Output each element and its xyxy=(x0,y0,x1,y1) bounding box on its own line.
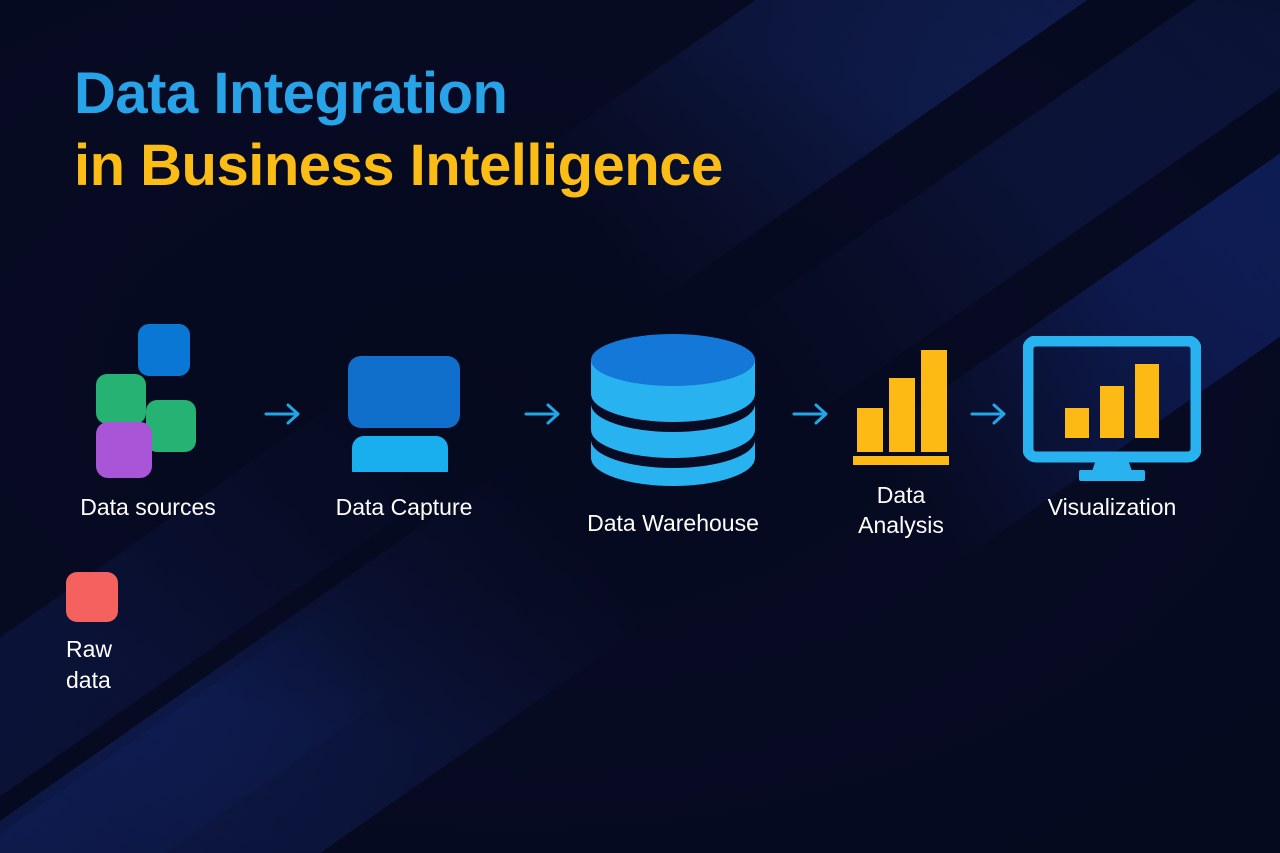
stage-label-data-capture: Data Capture xyxy=(335,494,473,520)
stage-data-analysis: Data Analysis xyxy=(824,346,978,540)
arrow-right-icon xyxy=(264,400,304,433)
data-capture-icon xyxy=(348,344,460,472)
stage-label-visualization: Visualization xyxy=(1047,494,1177,520)
stage-data-sources: Data sources xyxy=(48,318,248,522)
stage-data-warehouse: Data Warehouse xyxy=(560,332,786,538)
arrow-right-icon xyxy=(524,400,564,433)
raw-data-label: Raw data xyxy=(66,636,113,693)
stage-data-capture: Data Capture xyxy=(312,344,496,522)
diagonal-band-bottom-left-3 xyxy=(0,592,409,853)
title-line-primary: Data Integration xyxy=(74,61,508,126)
title-line-secondary: in Business Intelligence xyxy=(74,133,723,198)
stage-label-data-analysis: Data Analysis xyxy=(858,482,944,538)
stage-label-data-sources: Data sources xyxy=(80,494,216,520)
stage-label-data-warehouse: Data Warehouse xyxy=(587,510,759,536)
data-sources-icon xyxy=(88,318,208,478)
legend-raw-data: Raw data xyxy=(66,572,118,696)
raw-data-swatch xyxy=(66,572,118,622)
bar-chart-icon xyxy=(853,346,949,468)
database-cylinder-icon xyxy=(587,332,759,492)
arrow-right-icon xyxy=(970,400,1010,433)
stage-visualization: Visualization xyxy=(1012,336,1212,522)
process-flow-diagram: Data sources Data Capture xyxy=(0,318,1280,568)
monitor-chart-icon xyxy=(1023,336,1201,482)
page-title: Data Integration in Business Intelligenc… xyxy=(74,58,723,202)
